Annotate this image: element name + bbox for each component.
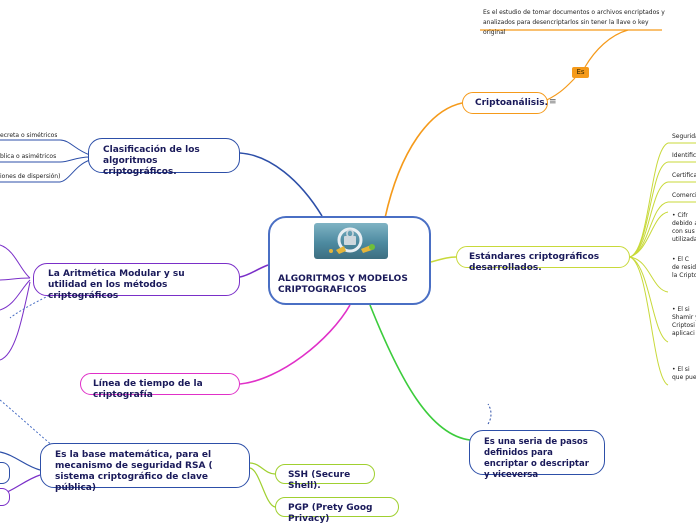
link-definition-text	[584, 29, 629, 68]
estandares-note[interactable]: • El C de resid la Cripto	[672, 256, 696, 279]
clasificacion-item[interactable]: blica o asimétricos	[0, 153, 57, 160]
link-estandares	[430, 256, 457, 263]
definicion-node[interactable]: Es una seria de pasos definidos para enc…	[469, 430, 605, 480]
clasificacion-item[interactable]: iones de dispersión)	[0, 173, 61, 180]
link-criptoanalisis	[384, 102, 463, 219]
estandares-item[interactable]: Certifica	[672, 172, 696, 179]
estandares-item[interactable]: Segurida	[672, 133, 696, 140]
link-aritmetica	[239, 264, 269, 278]
clasificacion-node[interactable]: Clasificación de los algoritmos criptogr…	[88, 138, 240, 177]
aritmetica-node[interactable]: La Aritmética Modular y su utilidad en l…	[33, 263, 240, 301]
link-pgp	[249, 467, 276, 508]
link-clasificacion	[239, 152, 323, 217]
estandares-note[interactable]: • El si Shamir y Criptosi aplicaci	[672, 306, 696, 337]
base-rsa-node[interactable]: Es la base matemática, para el mecanismo…	[40, 443, 250, 493]
estandares-item[interactable]: Comerci	[672, 192, 696, 199]
central-topic[interactable]: ALGORITMOS Y MODELOS CRIPTOGRAFICOS	[268, 216, 431, 305]
clasificacion-item[interactable]: ecreta o simétricos	[0, 132, 58, 139]
notes-menu-icon[interactable]: ≡	[549, 97, 557, 107]
link-linea	[239, 304, 351, 385]
estandares-note[interactable]: • El si que pue	[672, 366, 696, 381]
estandares-note[interactable]: • Cifr debido a con sus utilizada	[672, 212, 696, 243]
pgp-node[interactable]: PGP (Prety Goog Privacy)	[275, 497, 399, 524]
key-lock-illustration-icon	[314, 223, 388, 259]
criptoanalisis-definition: Es el estudio de tomar documentos o arch…	[483, 9, 665, 36]
es-link-badge[interactable]: Es	[572, 67, 589, 78]
linea-tiempo-node[interactable]: Línea de tiempo de la criptografía	[80, 373, 240, 400]
central-title: ALGORITMOS Y MODELOS CRIPTOGRAFICOS	[278, 274, 408, 295]
estandares-item[interactable]: Identific	[672, 152, 696, 159]
link-ssh	[249, 462, 276, 475]
branch-estandares	[629, 142, 669, 258]
criptoanalisis-node[interactable]: Criptoanálisis.	[462, 92, 548, 114]
estandares-node[interactable]: Estándares criptográficos desarrollados.	[456, 246, 630, 273]
link-definicion	[369, 304, 471, 441]
ssh-node[interactable]: SSH (Secure Shell).	[275, 464, 375, 491]
